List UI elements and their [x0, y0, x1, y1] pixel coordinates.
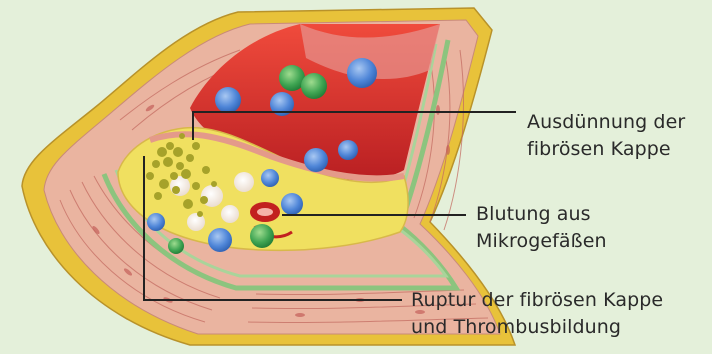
annotation-thinning: Ausdünnung der fibrösen Kappe [527, 109, 685, 163]
annotation-bleeding: Blutung aus Mikrogefäßen [476, 201, 607, 255]
annotation-rupture-line-1: Ruptur der fibrösen Kappe [411, 287, 663, 314]
annotation-rupture-line-2: und Thrombusbildung [411, 314, 663, 341]
annotation-thinning-line-1: Ausdünnung der [527, 109, 685, 136]
annotation-rupture: Ruptur der fibrösen Kappe und Thrombusbi… [411, 287, 663, 341]
annotation-bleeding-line-2: Mikrogefäßen [476, 228, 607, 255]
annotation-thinning-line-2: fibrösen Kappe [527, 136, 685, 163]
annotation-bleeding-line-1: Blutung aus [476, 201, 607, 228]
